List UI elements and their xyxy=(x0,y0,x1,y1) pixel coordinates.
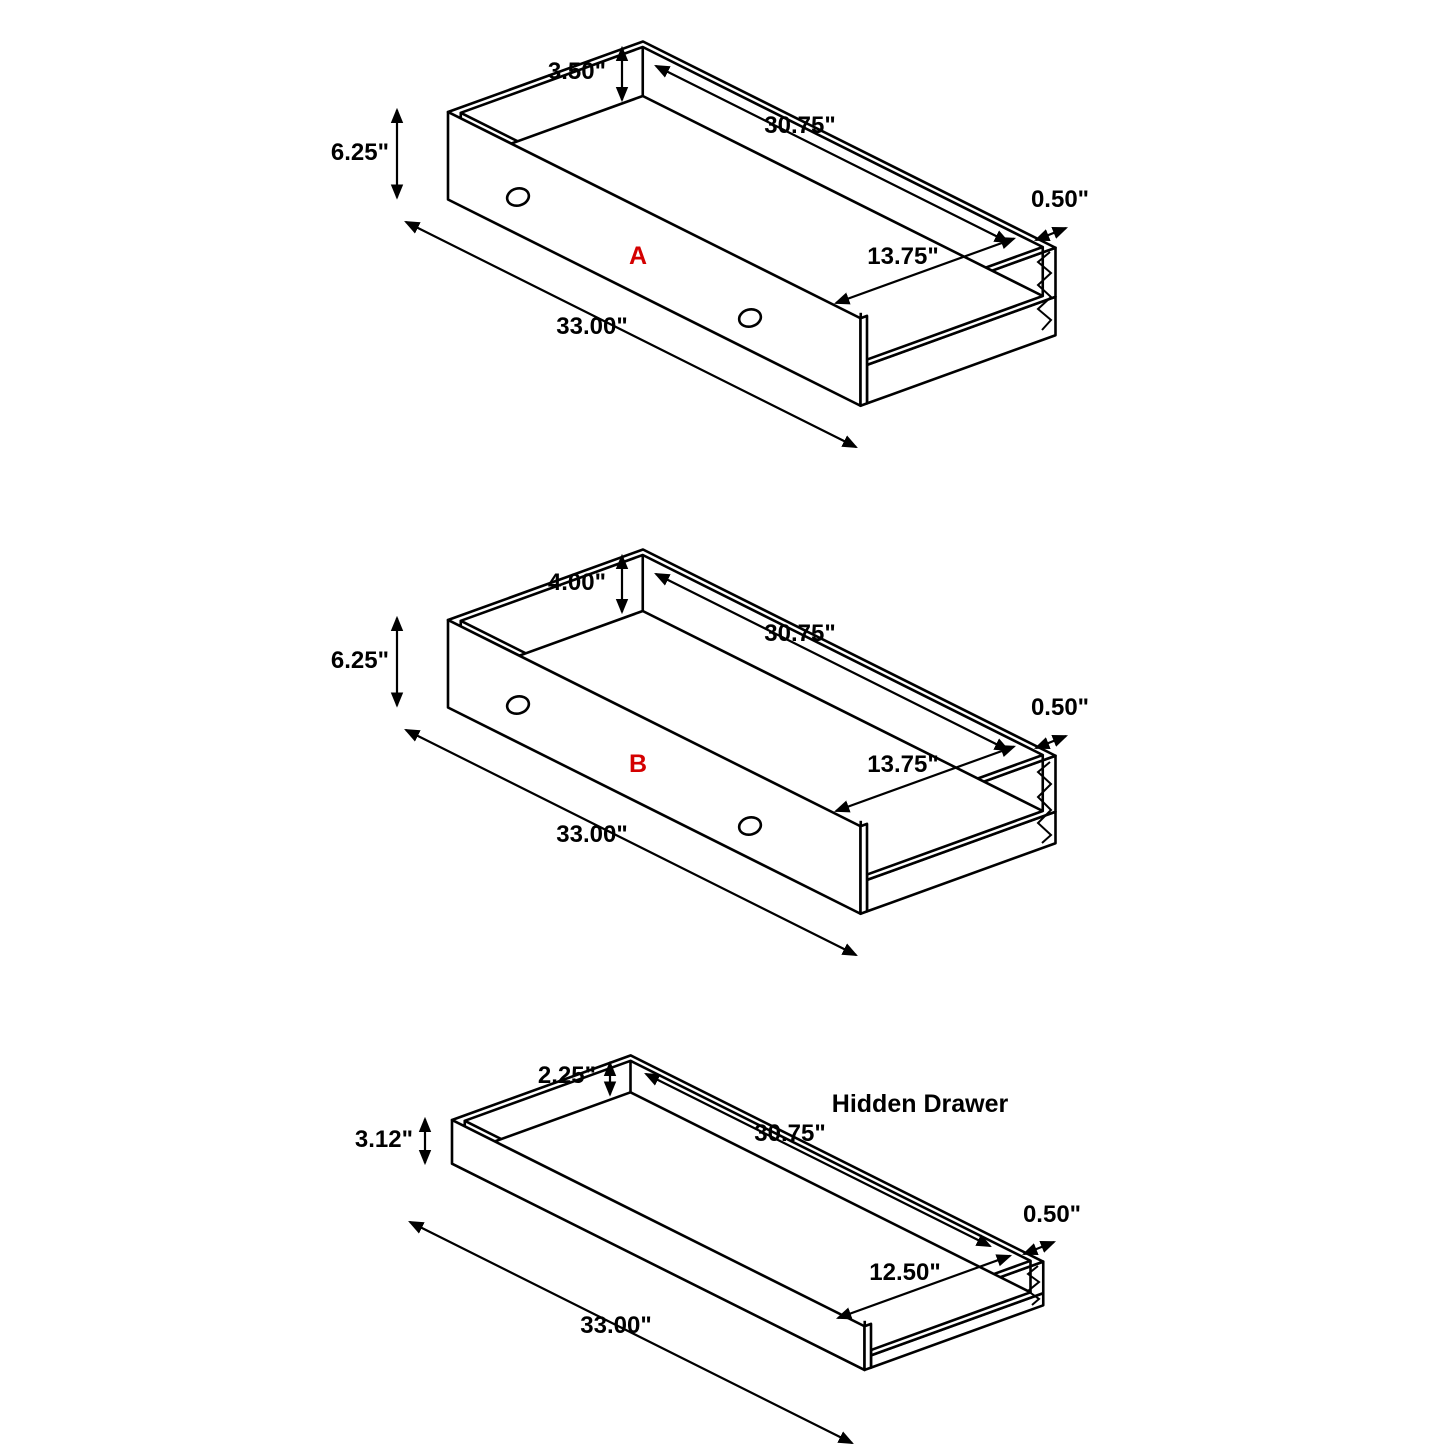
drawer-a-letter: A xyxy=(629,242,647,270)
drawer-b-knob xyxy=(505,695,531,715)
drawer-a-thickness-label: 0.50" xyxy=(1031,186,1089,213)
hidden-drawer-total-length-arrow xyxy=(408,1221,854,1444)
drawer-a-front-height-label: 6.25" xyxy=(331,139,389,166)
hidden-drawer-dovetail-joint xyxy=(1026,1265,1041,1306)
drawer-b: 4.00" 30.75" 6.25" 0.50" 13.75" 33.00" B xyxy=(331,548,1089,956)
hidden-drawer-caption: Hidden Drawer xyxy=(832,1090,1009,1118)
drawer-a-inner-width-label: 13.75" xyxy=(867,243,938,270)
hidden-drawer-inner-height-label: 2.25" xyxy=(538,1062,596,1089)
drawer-a: 3.50" 30.75" 6.25" 0.50" 13.75" 33.00" A xyxy=(331,40,1089,448)
drawer-b-front-height-label: 6.25" xyxy=(331,647,389,674)
drawer-b-dovetail-joint xyxy=(1036,761,1053,844)
drawer-a-total-length-label: 33.00" xyxy=(556,313,627,340)
hidden-drawer-front-height-label: 3.12" xyxy=(355,1126,413,1153)
drawer-b-total-length-arrow xyxy=(404,729,858,956)
hidden-drawer: 2.25" 30.75" 3.12" 0.50" 12.50" 33.00" H… xyxy=(355,1054,1081,1444)
drawer-a-knob xyxy=(505,187,531,207)
drawer-a-inner-length-arrow xyxy=(654,65,1010,243)
drawer-a-dovetail-joint xyxy=(1036,251,1053,331)
drawer-b-letter: B xyxy=(629,750,647,778)
drawer-a-inner-length-label: 30.75" xyxy=(764,112,835,139)
drawer-b-thickness-label: 0.50" xyxy=(1031,694,1089,721)
hidden-drawer-thickness-arrow xyxy=(1021,1240,1057,1256)
drawer-b-front-panel-edge xyxy=(859,822,869,916)
drawer-a-thickness-arrow xyxy=(1033,226,1069,242)
drawer-b-inner-length-label: 30.75" xyxy=(764,620,835,647)
drawer-a-inner-width-arrow xyxy=(833,237,1017,305)
drawer-b-inner-width-label: 13.75" xyxy=(867,751,938,778)
hidden-drawer-inner-width-arrow xyxy=(835,1254,1013,1320)
hidden-drawer-thickness-label: 0.50" xyxy=(1023,1201,1081,1228)
drawer-b-inner-width-arrow xyxy=(833,745,1017,813)
hidden-drawer-inner-width-label: 12.50" xyxy=(869,1259,940,1286)
hidden-drawer-front-panel-edge xyxy=(863,1322,873,1372)
drawer-b-inner-height-label: 4.00" xyxy=(548,569,606,596)
drawer-a-inner-height-label: 3.50" xyxy=(548,58,606,85)
drawer-b-inner-length-arrow xyxy=(654,573,1010,751)
drawer-b-thickness-arrow xyxy=(1033,734,1069,750)
drawer-a-total-length-arrow xyxy=(404,221,858,448)
hidden-drawer-total-length-label: 33.00" xyxy=(580,1312,651,1339)
hidden-drawer-inner-length-arrow xyxy=(644,1073,992,1247)
drawer-a-front-panel-edge xyxy=(859,314,869,408)
drawer-b-total-length-label: 33.00" xyxy=(556,821,627,848)
hidden-drawer-inner-length-label: 30.75" xyxy=(754,1120,825,1147)
